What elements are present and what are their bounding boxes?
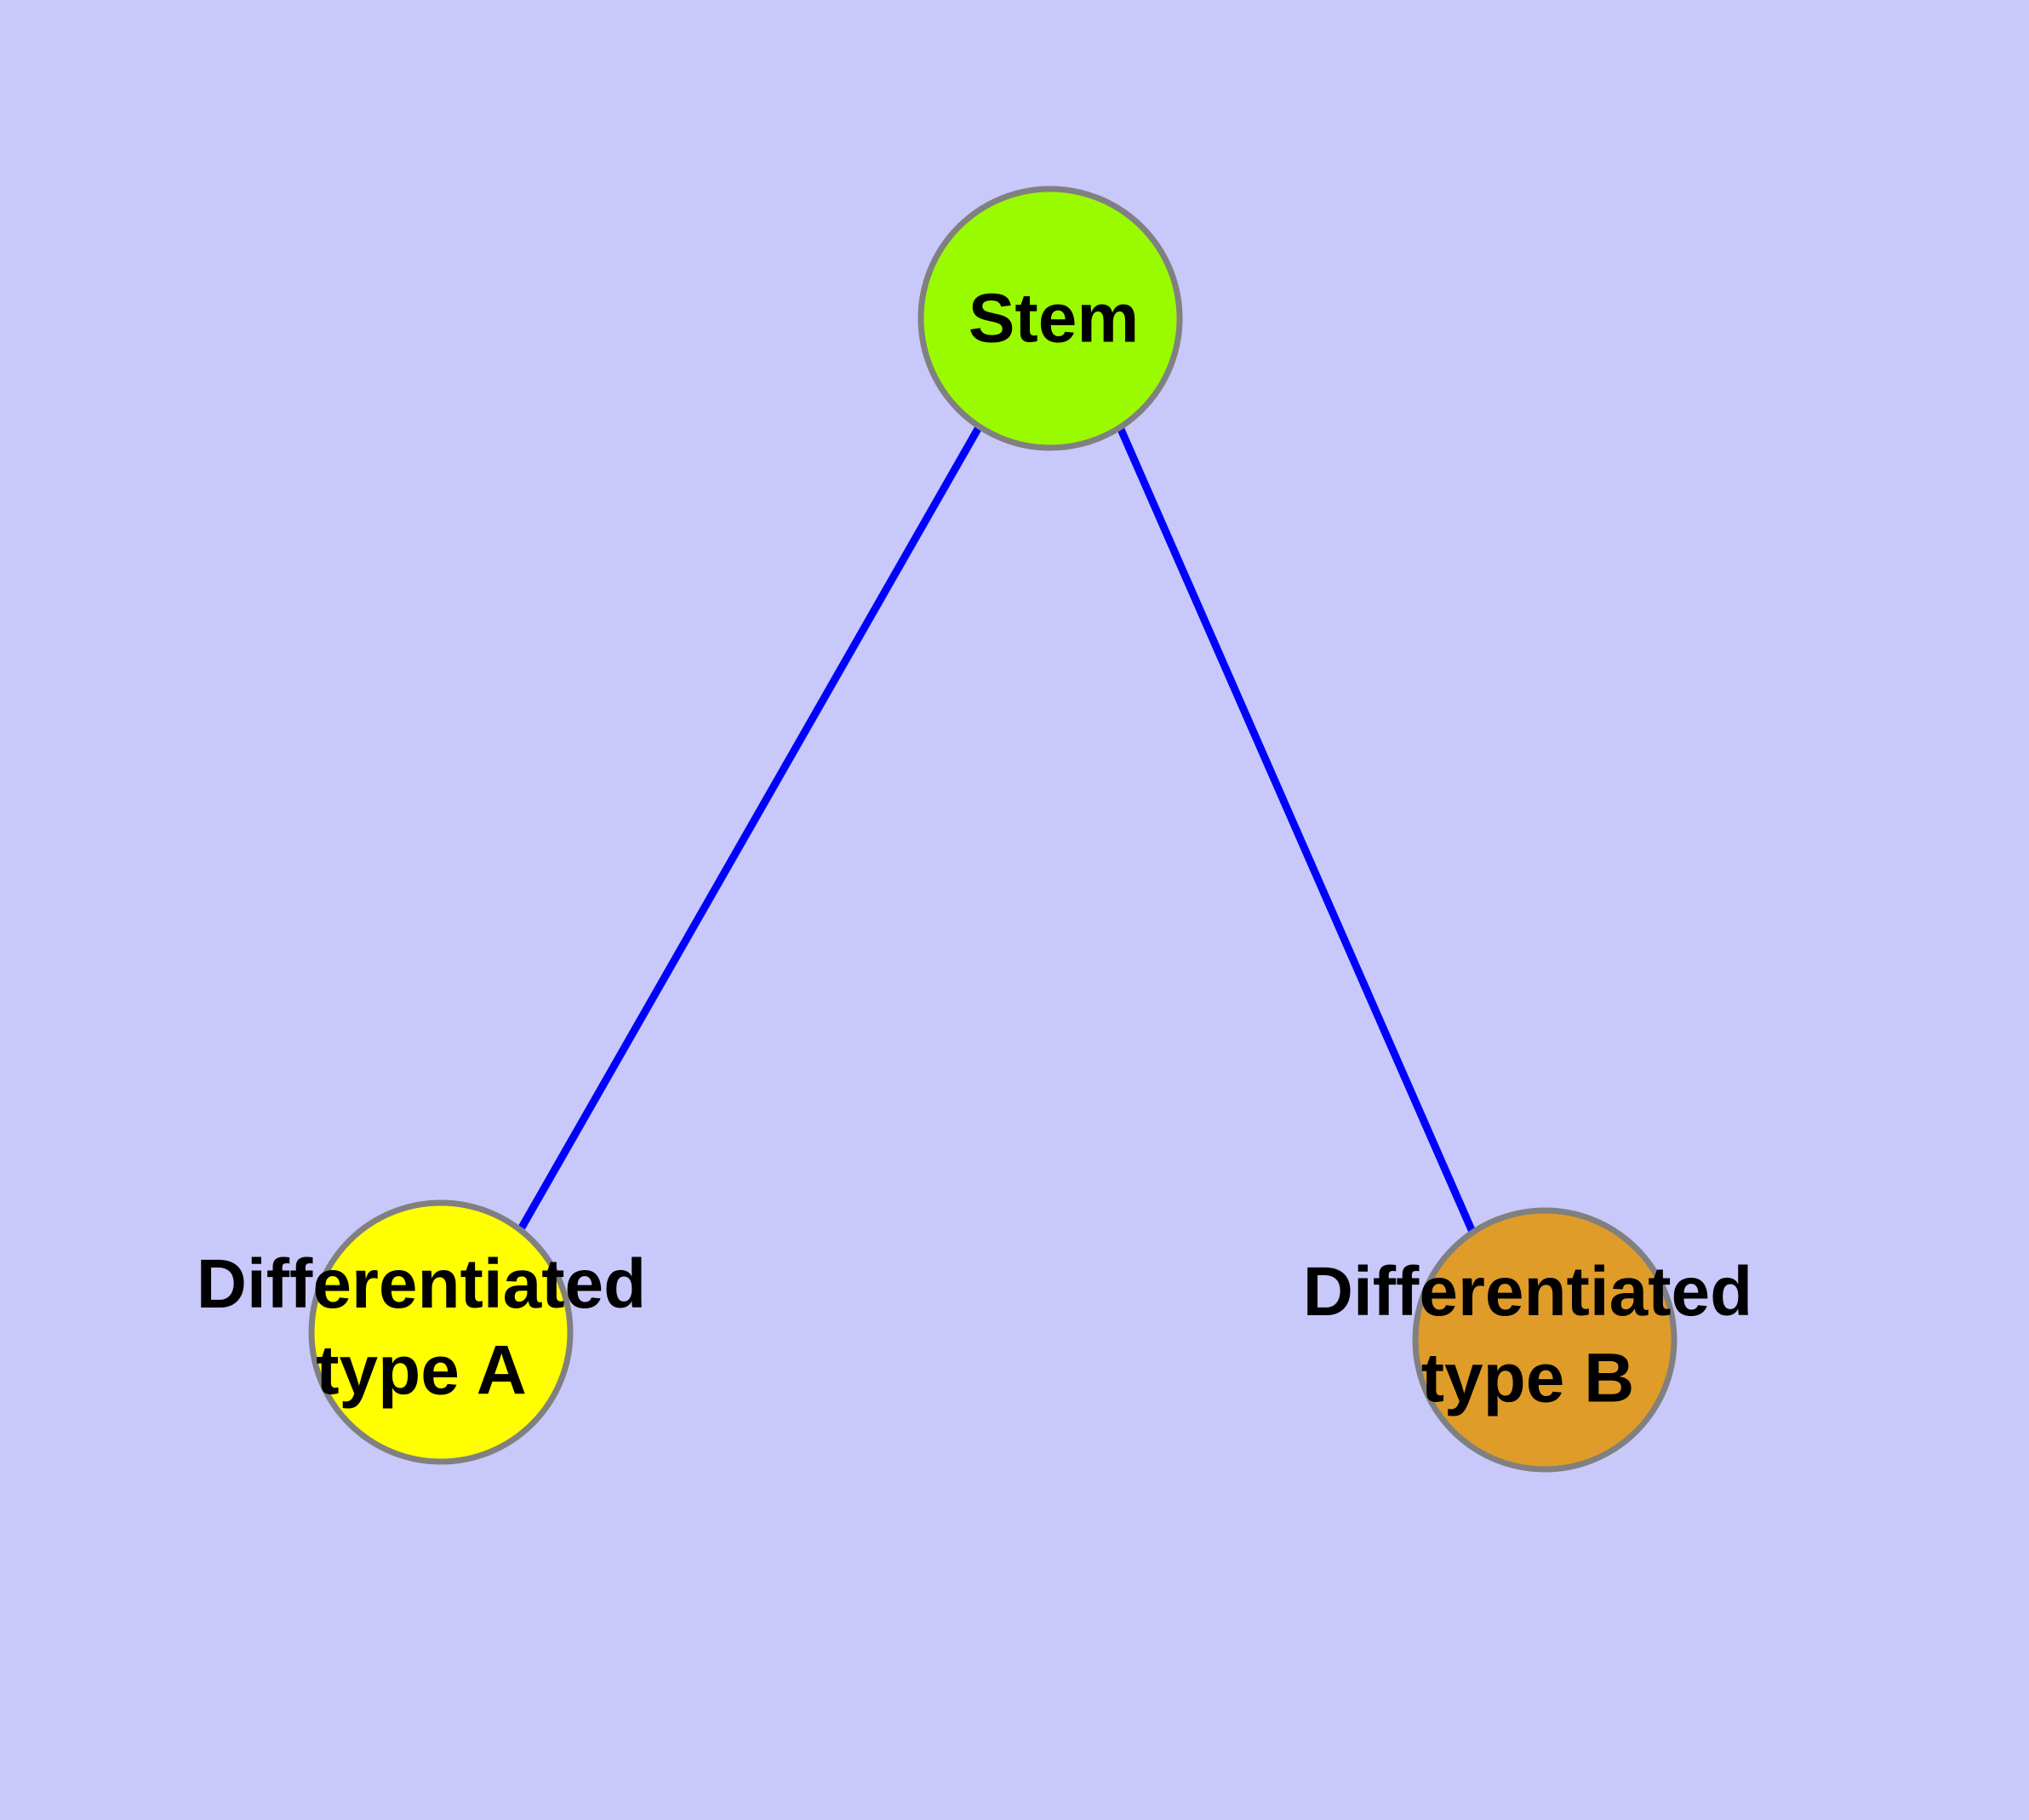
- node-differentiated-type-a-label-line1: Differentiated: [197, 1245, 647, 1323]
- node-differentiated-type-a-label-line2: type A: [316, 1331, 527, 1409]
- node-stem-circle[interactable]: [917, 186, 1183, 451]
- nodes-group: Stem Differentiated type A Differentiate…: [197, 186, 1753, 1473]
- node-differentiated-type-b-label-line1: Differentiated: [1303, 1253, 1753, 1331]
- edge-stem-to-type-b[interactable]: [1116, 426, 1477, 1233]
- node-differentiated-type-a[interactable]: Differentiated type A: [197, 1199, 647, 1465]
- node-differentiated-type-b[interactable]: Differentiated type B: [1303, 1207, 1753, 1473]
- edge-stem-to-type-a[interactable]: [518, 425, 982, 1230]
- node-differentiated-type-a-circle[interactable]: [308, 1199, 574, 1465]
- node-stem-label-line1: Stem: [969, 280, 1140, 358]
- node-differentiated-type-b-circle[interactable]: [1412, 1207, 1677, 1473]
- edges-group: [518, 425, 1477, 1233]
- node-differentiated-type-b-label-line2: type B: [1421, 1339, 1635, 1417]
- node-stem[interactable]: Stem: [917, 186, 1183, 451]
